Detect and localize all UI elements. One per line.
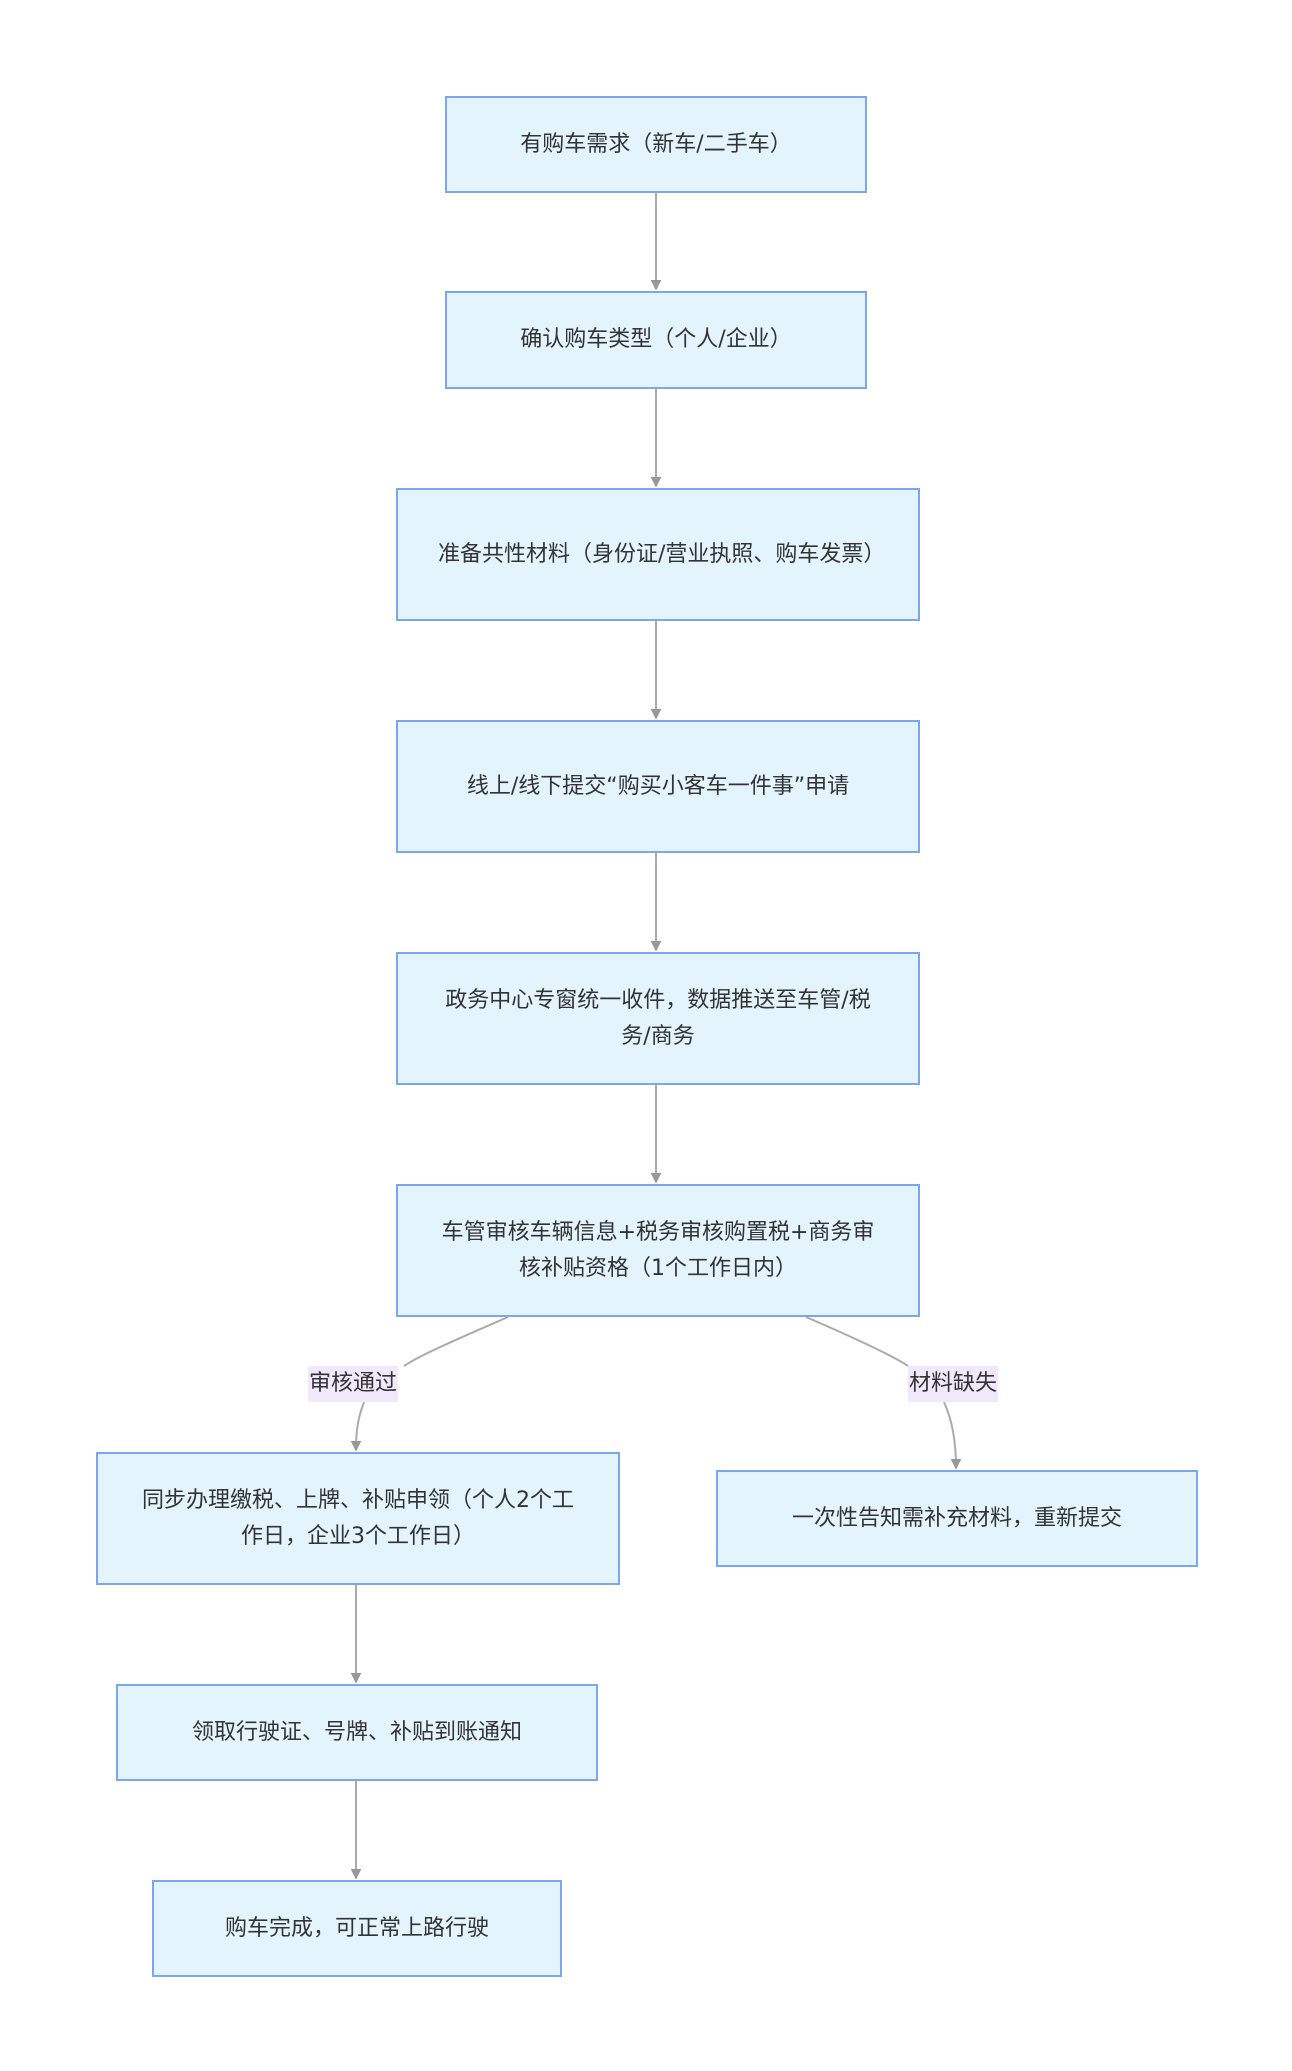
node-text: 一次性告知需补充材料，重新提交 (791, 1505, 1122, 1531)
node-text: 购车完成，可正常上路行驶 (224, 1915, 489, 1941)
node-purchase-complete[interactable]: 购车完成，可正常上路行驶 (152, 1880, 562, 1977)
edge-label-missing-materials: 材料缺失 (908, 1366, 999, 1402)
node-text: 同步办理缴税、上牌、补贴申领（个人2个工作日，企业3个工作日） (142, 1487, 574, 1549)
node-process-tax-plate-subsidy[interactable]: 同步办理缴税、上牌、补贴申领（个人2个工作日，企业3个工作日） (96, 1452, 620, 1585)
edge-n6-n8 (805, 1316, 956, 1468)
edge-n6-n7 (356, 1316, 509, 1450)
edge-label-text: 材料缺失 (909, 1371, 998, 1396)
edge-label-text: 审核通过 (309, 1371, 398, 1396)
node-text: 有购车需求（新车/二手车） (520, 131, 792, 157)
node-text: 确认购车类型（个人/企业） (520, 327, 792, 352)
node-confirm-type[interactable]: 确认购车类型（个人/企业） (445, 291, 867, 389)
node-text: 领取行驶证、号牌、补贴到账通知 (191, 1719, 522, 1745)
node-receive-license[interactable]: 领取行驶证、号牌、补贴到账通知 (116, 1684, 598, 1781)
node-government-center[interactable]: 政务中心专窗统一收件，数据推送至车管/税务/商务 (396, 952, 920, 1085)
edge-label-approved: 审核通过 (308, 1366, 399, 1402)
node-purchase-need[interactable]: 有购车需求（新车/二手车） (445, 96, 867, 193)
node-submit-application[interactable]: 线上/线下提交“购买小客车一件事”申请 (396, 720, 920, 853)
node-supplement-materials[interactable]: 一次性告知需补充材料，重新提交 (716, 1470, 1198, 1567)
node-review[interactable]: 车管审核车辆信息+税务审核购置税+商务审核补贴资格（1个工作日内） (396, 1184, 920, 1317)
node-text: 政务中心专窗统一收件，数据推送至车管/税务/商务 (445, 987, 871, 1049)
node-text: 线上/线下提交“购买小客车一件事”申请 (466, 773, 850, 799)
node-text: 车管审核车辆信息+税务审核购置税+商务审核补贴资格（1个工作日内） (441, 1219, 875, 1281)
node-prepare-materials[interactable]: 准备共性材料（身份证/营业执照、购车发票） (396, 488, 920, 621)
node-text: 准备共性材料（身份证/营业执照、购车发票） (438, 541, 886, 567)
